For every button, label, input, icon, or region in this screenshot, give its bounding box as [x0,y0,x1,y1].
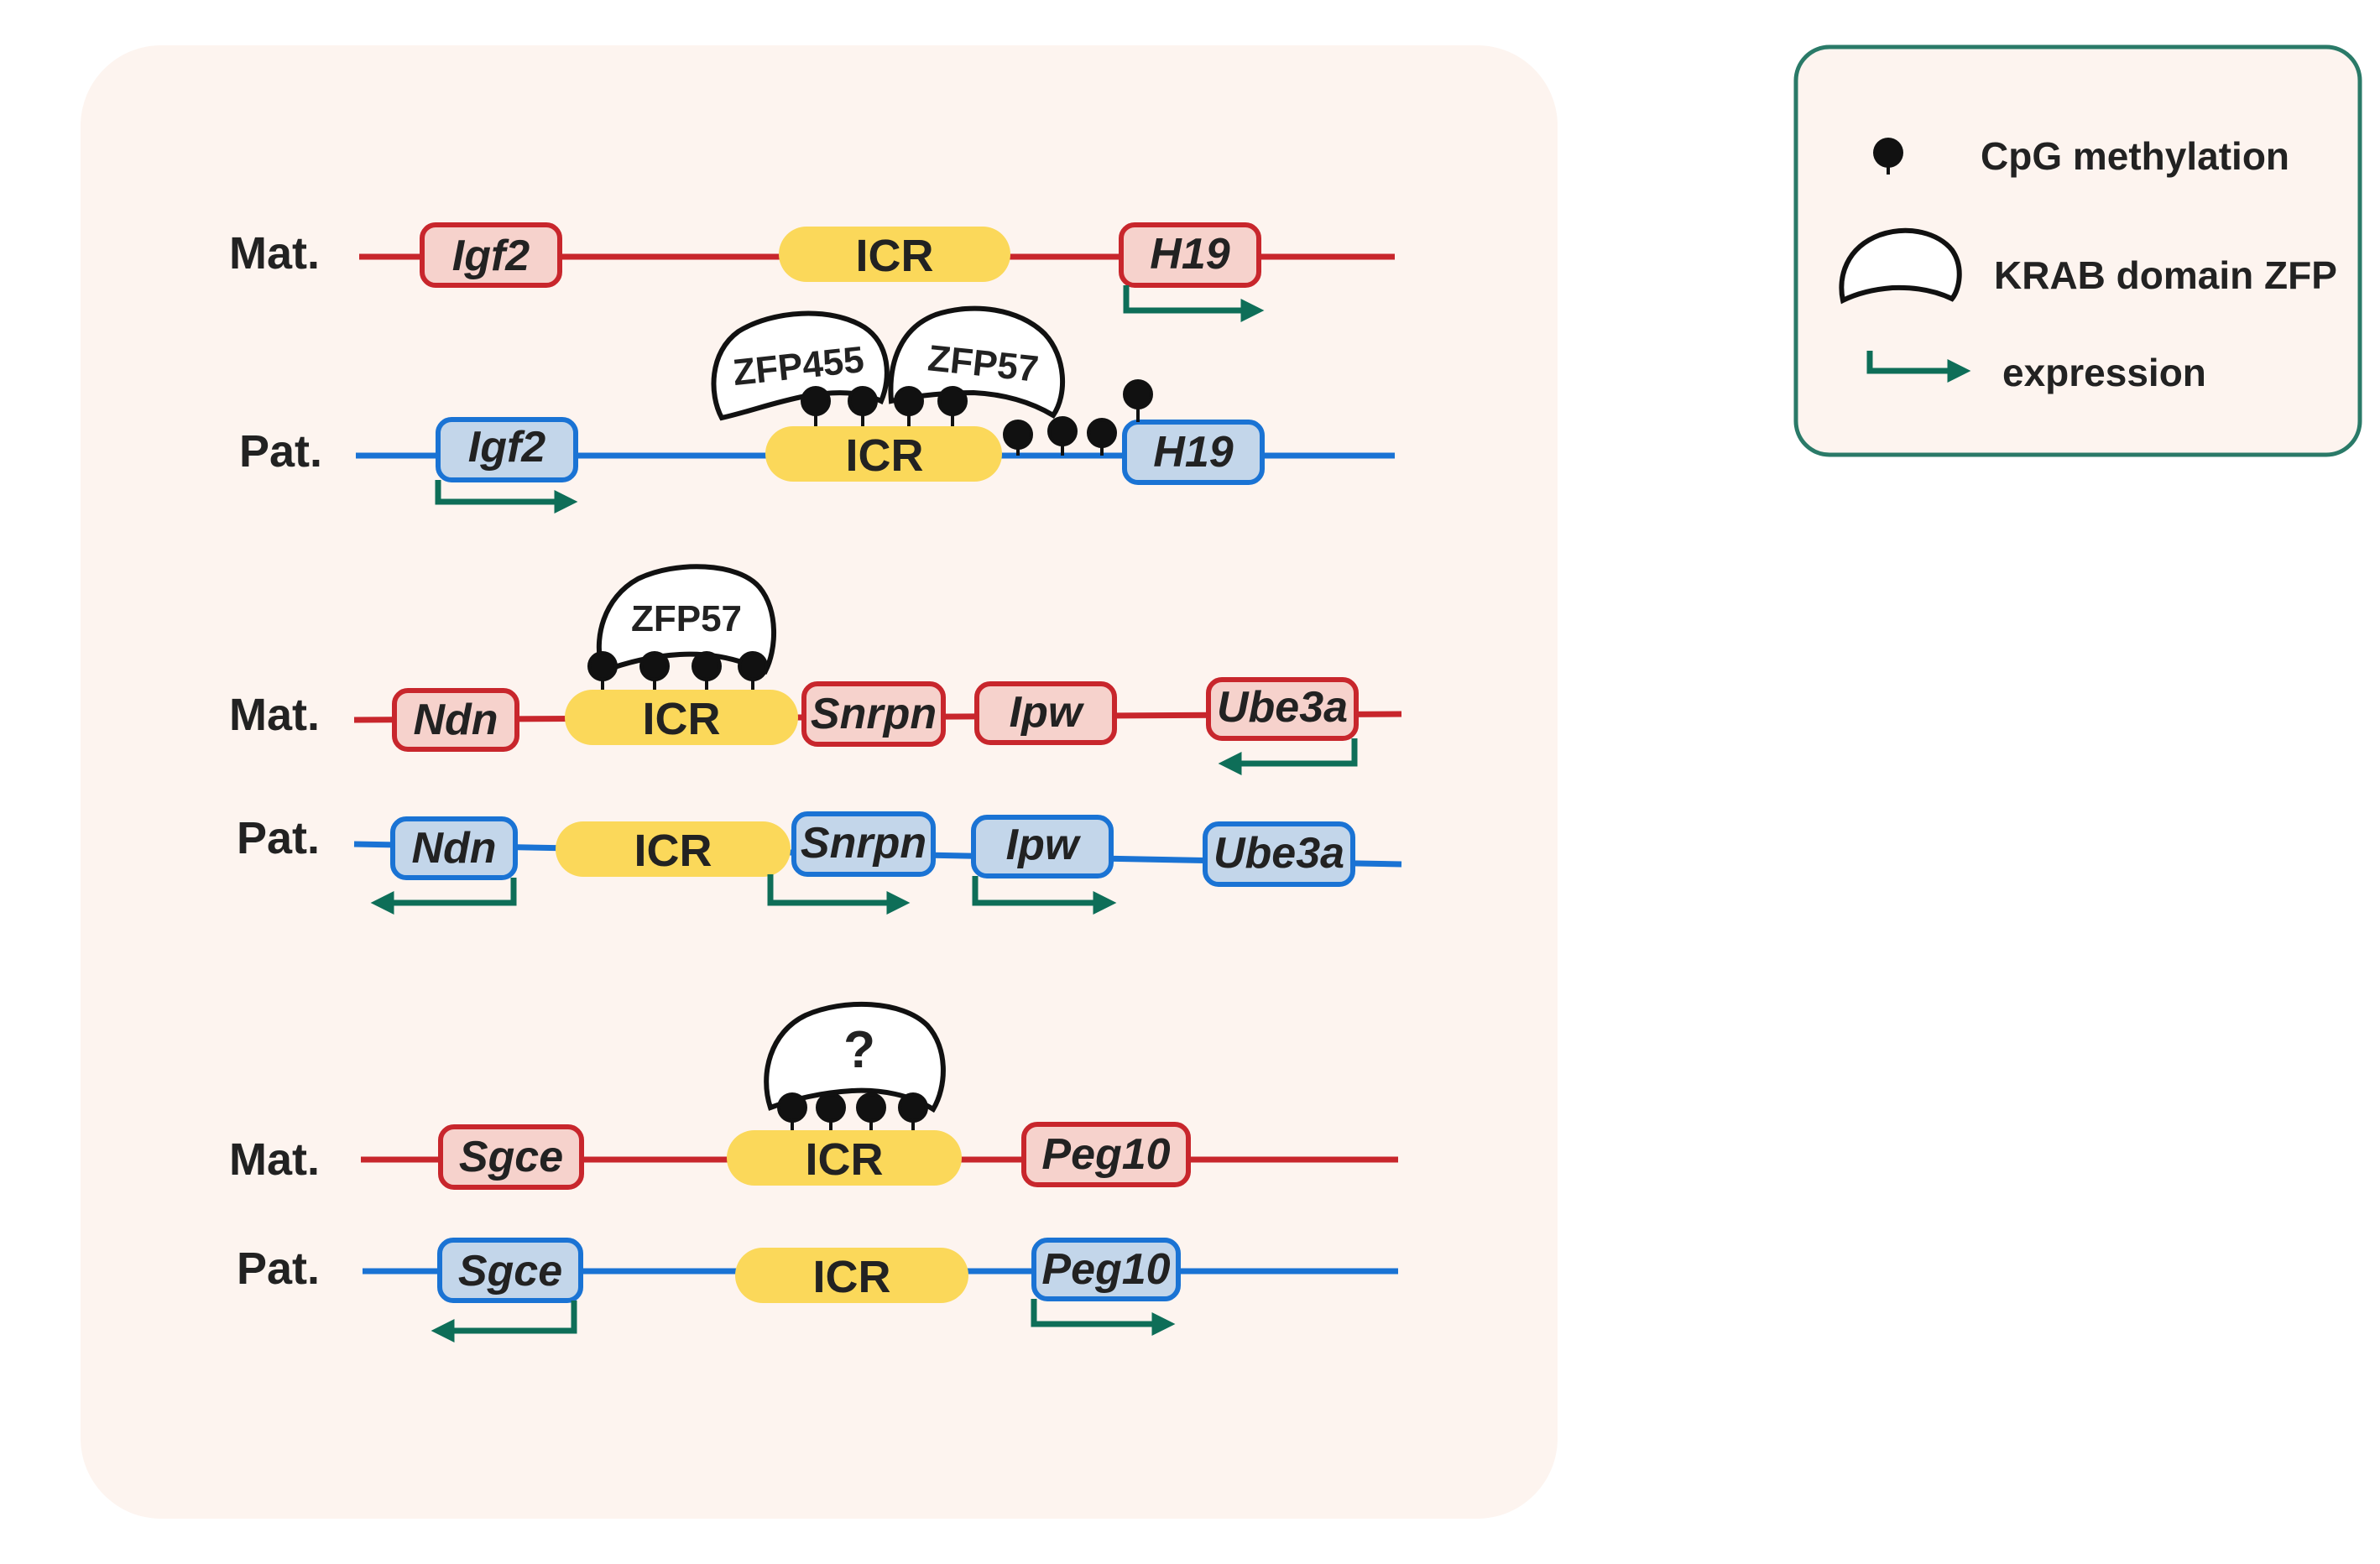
gene-label: Ndn [411,824,496,873]
expression-arrow [1123,285,1265,322]
allele-label: Mat. [229,690,320,740]
icr-label: ICR [813,1252,891,1302]
legend-label: expression [2002,351,2206,394]
expression-arrow [370,878,517,915]
allele-label: Mat. [229,1134,320,1185]
gene-h19: H19 [1122,420,1265,485]
locus-peg10: Mat. Sgce ICR Peg10 ? [229,1001,1398,1342]
expression-arrow-icon [1866,351,1971,383]
krab-zfp-icon [1839,227,1962,305]
legend: CpG methylation KRAB domain ZFP expressi… [1793,44,2362,457]
gene-sgce: Sgce [437,1238,583,1303]
gene-label: Igf2 [468,423,546,472]
gene-snrpn: Snrpn [801,681,946,747]
expression-arrow [1218,738,1358,775]
expression-arrow [767,874,911,915]
gene-ipw: Ipw [971,815,1114,878]
gene-snrpn: Snrpn [791,811,936,877]
gene-label: Peg10 [1041,1130,1170,1179]
gene-label: Ube3a [1213,829,1344,878]
paternal-allele: Pat. Sgce ICR Peg10 [237,1238,1398,1342]
methylation-icon [1873,138,1903,168]
zfp455-protein: ZFP455 [711,310,890,421]
paternal-allele: Pat. Ndn ICR Snrpn Ipw U [237,811,1402,915]
icr-block: ICR [765,426,1002,482]
legend-box [1793,44,2362,457]
gene-label: Snrpn [811,690,937,738]
allele-label: Mat. [229,228,320,279]
expression-arrow [431,1301,577,1342]
cpg-methylation-marks [587,651,768,690]
icr-label: ICR [856,231,934,281]
gene-label: Ndn [413,696,498,744]
gene-peg10: Peg10 [1031,1238,1181,1301]
maternal-allele: Mat. Ndn ICR Snrpn Ipw Ube3a [229,564,1402,775]
expression-arrow [435,480,578,514]
gene-ndn: Ndn [390,816,518,880]
gene-label: H19 [1150,230,1229,279]
cpg-methylation-marks [777,1092,928,1130]
icr-label: ICR [643,694,721,744]
zfp-label: ZFP57 [631,598,742,639]
icr-label: ICR [806,1134,884,1185]
gene-label: H19 [1153,428,1233,477]
maternal-allele: Mat. Igf2 ICR H19 [229,222,1395,322]
legend-item-zfp: KRAB domain ZFP [1839,227,2337,305]
maternal-allele: Mat. Sgce ICR Peg10 ? [229,1001,1398,1190]
cpg-methylation-marks [801,379,1153,456]
gene-igf2: Igf2 [436,417,578,482]
zfp57-protein: ZFP57 [888,305,1066,420]
gene-label: Snrpn [801,819,926,868]
gene-h19: H19 [1119,222,1261,288]
zfp57-protein: ZFP57 [596,564,777,675]
gene-label: Peg10 [1041,1245,1170,1294]
gene-ipw: Ipw [974,681,1117,745]
gene-ube3a: Ube3a [1206,677,1359,741]
gene-label: Ube3a [1217,683,1348,732]
locus-snrpn: Mat. Ndn ICR Snrpn Ipw Ube3a [229,564,1402,915]
legend-item-expression: expression [1866,351,2206,394]
icr-block: ICR [727,1130,962,1186]
legend-label: KRAB domain ZFP [1994,253,2337,297]
gene-peg10: Peg10 [1021,1122,1191,1187]
gene-label: Sgce [458,1247,562,1296]
gene-label: Ipw [1006,821,1082,869]
gene-igf2: Igf2 [420,222,562,288]
icr-block: ICR [565,690,798,745]
icr-label: ICR [634,826,712,876]
icr-label: ICR [846,430,924,481]
icr-block: ICR [556,821,791,877]
gene-label: Ipw [1010,688,1085,737]
legend-label: CpG methylation [1981,134,2289,178]
icr-block: ICR [779,227,1010,282]
gene-ube3a: Ube3a [1203,821,1355,887]
allele-label: Pat. [239,426,322,477]
paternal-allele: Pat. Igf2 ICR H19 ZFP455 [239,305,1395,514]
unknown-zfp-label: ? [843,1021,875,1079]
icr-block: ICR [735,1248,968,1303]
expression-arrow [972,876,1117,915]
allele-label: Pat. [237,1243,320,1294]
unknown-zfp-protein: ? [764,1001,946,1113]
gene-label: Sgce [459,1133,563,1181]
legend-item-methylation: CpG methylation [1873,134,2289,178]
gene-label: Igf2 [452,232,530,280]
gene-sgce: Sgce [438,1124,584,1190]
locus-igf2-h19: Mat. Igf2 ICR H19 Pat. Igf2 [229,222,1395,514]
gene-ndn: Ndn [392,688,519,752]
allele-label: Pat. [237,813,320,863]
expression-arrow [1031,1299,1176,1336]
